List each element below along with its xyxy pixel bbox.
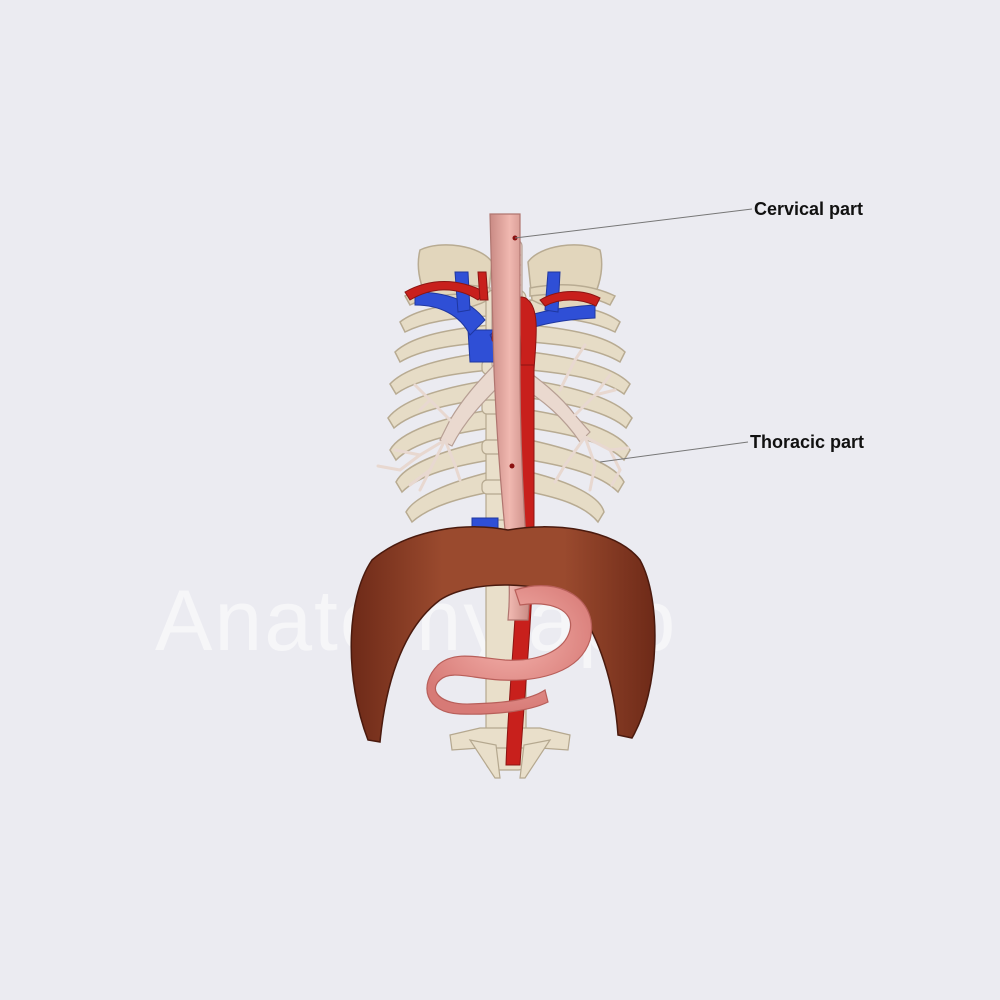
left-subclavian-artery bbox=[404, 281, 486, 301]
right-subclavian-artery bbox=[539, 291, 601, 307]
left-main-bronchus bbox=[439, 364, 506, 447]
diaphragm bbox=[350, 526, 656, 743]
leader-lines bbox=[514, 208, 753, 463]
thoracic-part-label: Thoracic part bbox=[750, 432, 865, 452]
cervical-part-label: Cervical part bbox=[754, 199, 864, 219]
esophagus bbox=[489, 213, 530, 621]
bronchial-branches bbox=[376, 343, 630, 492]
thoracic-anchor bbox=[509, 463, 515, 469]
cervical-leader-line bbox=[514, 208, 753, 239]
common-carotid-left bbox=[477, 271, 489, 301]
stomach bbox=[426, 585, 593, 715]
thoracic-leader-line bbox=[599, 441, 749, 463]
right-jugular-vein bbox=[544, 271, 561, 313]
